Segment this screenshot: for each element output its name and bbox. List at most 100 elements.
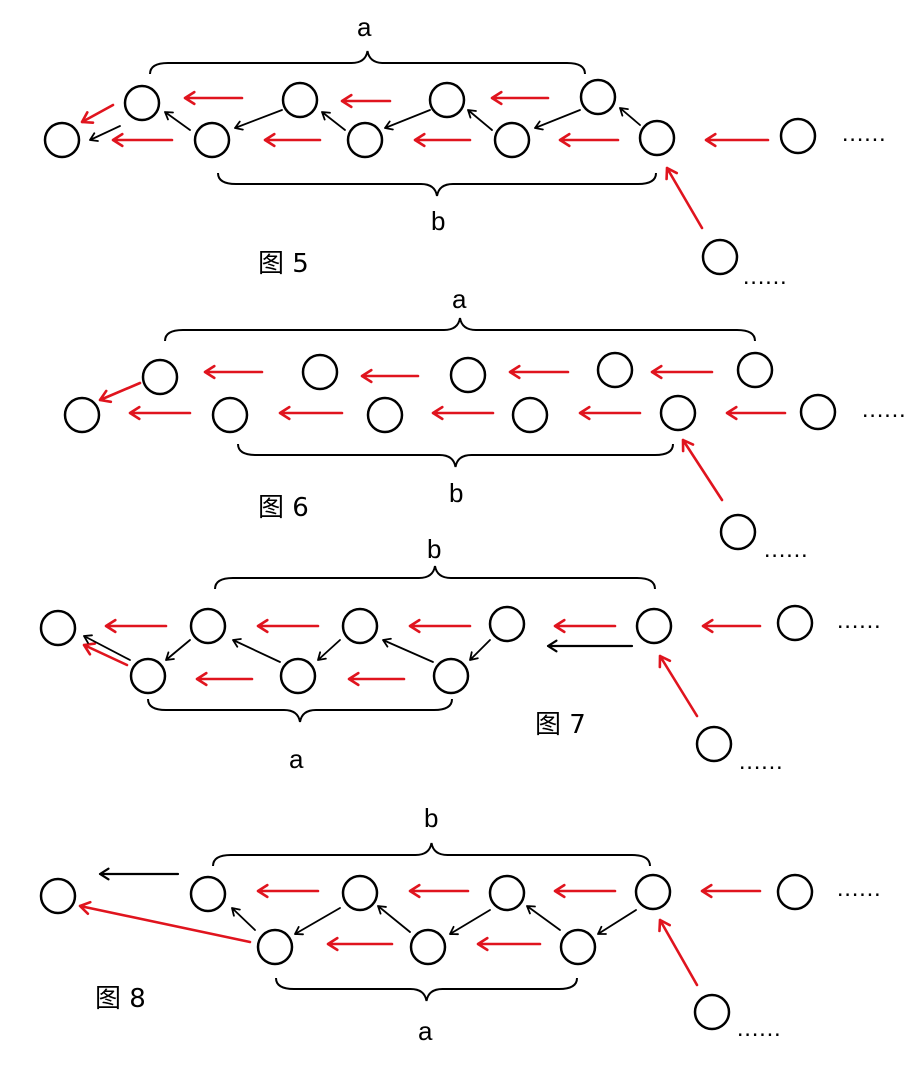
list-node: [43, 121, 81, 159]
list-node: [493, 121, 531, 159]
black-pointer-arrow: [469, 639, 491, 661]
red-pointer-arrow: [360, 368, 420, 384]
trailing-ellipsis: ......: [738, 757, 783, 773]
list-node: [409, 928, 447, 966]
black-pointer-arrow: [449, 909, 491, 936]
figure-caption: 图 6: [258, 493, 309, 523]
list-node: [129, 657, 167, 695]
list-node: [39, 877, 77, 915]
trailing-ellipsis: ......: [861, 405, 905, 421]
group-brace: [149, 50, 586, 75]
list-node: [341, 607, 379, 645]
group-brace: [147, 698, 453, 723]
brace-label-a: a: [289, 744, 304, 774]
list-node: [511, 396, 549, 434]
list-node: [638, 119, 676, 157]
red-pointer-arrow: [553, 883, 617, 899]
red-pointer-arrow: [650, 364, 714, 380]
list-node: [719, 513, 757, 551]
group-brace: [212, 842, 651, 867]
red-pointer-arrow: [558, 132, 620, 148]
black-pointer-arrow: [89, 125, 121, 142]
list-node: [189, 607, 227, 645]
list-node: [63, 396, 101, 434]
list-node: [695, 725, 733, 763]
black-pointer-arrow: [534, 109, 581, 131]
red-pointer-arrow: [490, 90, 550, 106]
black-pointer-arrow: [546, 639, 634, 653]
black-pointer-arrow: [98, 867, 180, 881]
trailing-ellipsis: ......: [736, 1024, 781, 1040]
red-pointer-arrow: [578, 405, 642, 421]
figure-caption: 图 8: [95, 984, 146, 1014]
red-pointer-arrow: [508, 364, 570, 380]
figure-caption: 图 5: [258, 249, 309, 279]
red-pointer-arrow: [278, 405, 344, 421]
red-pointer-arrow: [263, 132, 322, 148]
brace-label-b: b: [431, 206, 445, 236]
red-pointer-arrow: [78, 900, 252, 944]
list-node: [39, 609, 77, 647]
red-pointer-arrow: [340, 93, 392, 109]
red-pointer-arrow: [704, 132, 770, 148]
black-pointer-arrow: [165, 639, 191, 661]
red-pointer-arrow: [476, 936, 542, 952]
red-pointer-arrow: [98, 381, 142, 404]
black-pointer-arrow: [619, 107, 641, 126]
red-pointer-arrow: [408, 618, 472, 634]
red-pointer-arrow: [326, 936, 394, 952]
red-pointer-arrow: [195, 671, 254, 687]
list-node: [341, 874, 379, 912]
red-pointer-arrow: [658, 918, 699, 987]
list-node: [579, 78, 617, 116]
list-node: [799, 393, 837, 431]
brace-label-b: b: [427, 534, 441, 564]
list-node: [123, 84, 161, 122]
figure-5: ab图 5............: [43, 12, 887, 288]
list-node: [693, 993, 731, 1031]
black-pointer-arrow: [467, 109, 493, 131]
red-pointer-arrow: [256, 618, 320, 634]
group-brace: [237, 443, 674, 468]
red-pointer-arrow: [203, 364, 264, 380]
red-pointer-arrow: [681, 438, 724, 502]
list-node: [193, 121, 231, 159]
black-pointer-arrow: [526, 905, 561, 931]
list-node: [559, 928, 597, 966]
black-pointer-arrow: [384, 109, 431, 131]
group-brace: [217, 172, 657, 197]
list-node: [596, 351, 634, 389]
black-pointer-arrow: [321, 111, 346, 131]
figure-caption: 图 7: [535, 710, 586, 740]
list-node: [428, 81, 466, 119]
red-pointer-arrow: [128, 405, 192, 421]
black-pointer-arrow: [234, 109, 283, 131]
list-node: [449, 356, 487, 394]
list-node: [701, 238, 739, 276]
list-node: [346, 121, 384, 159]
group-brace: [214, 565, 656, 590]
trailing-ellipsis: ......: [742, 272, 787, 288]
black-pointer-arrow: [377, 905, 411, 933]
red-pointer-arrow: [82, 642, 129, 667]
brace-label-b: b: [449, 478, 463, 508]
red-pointer-arrow: [256, 883, 320, 899]
black-pointer-arrow: [164, 111, 191, 131]
list-node: [488, 605, 526, 643]
red-pointer-arrow: [553, 618, 617, 634]
red-pointer-arrow: [665, 166, 704, 230]
red-pointer-arrow: [700, 883, 762, 899]
list-node: [779, 117, 817, 155]
brace-label-a: a: [452, 284, 467, 314]
figure-6: ab图 6............: [63, 284, 905, 561]
list-node: [635, 607, 673, 645]
list-node: [659, 394, 697, 432]
red-pointer-arrow: [413, 132, 472, 148]
list-node: [301, 353, 339, 391]
list-node: [776, 873, 814, 911]
brace-label-a: a: [357, 12, 372, 42]
red-pointer-arrow: [431, 405, 495, 421]
figure-7: ba图 7............: [39, 534, 882, 774]
list-node: [736, 351, 774, 389]
list-node: [211, 396, 249, 434]
